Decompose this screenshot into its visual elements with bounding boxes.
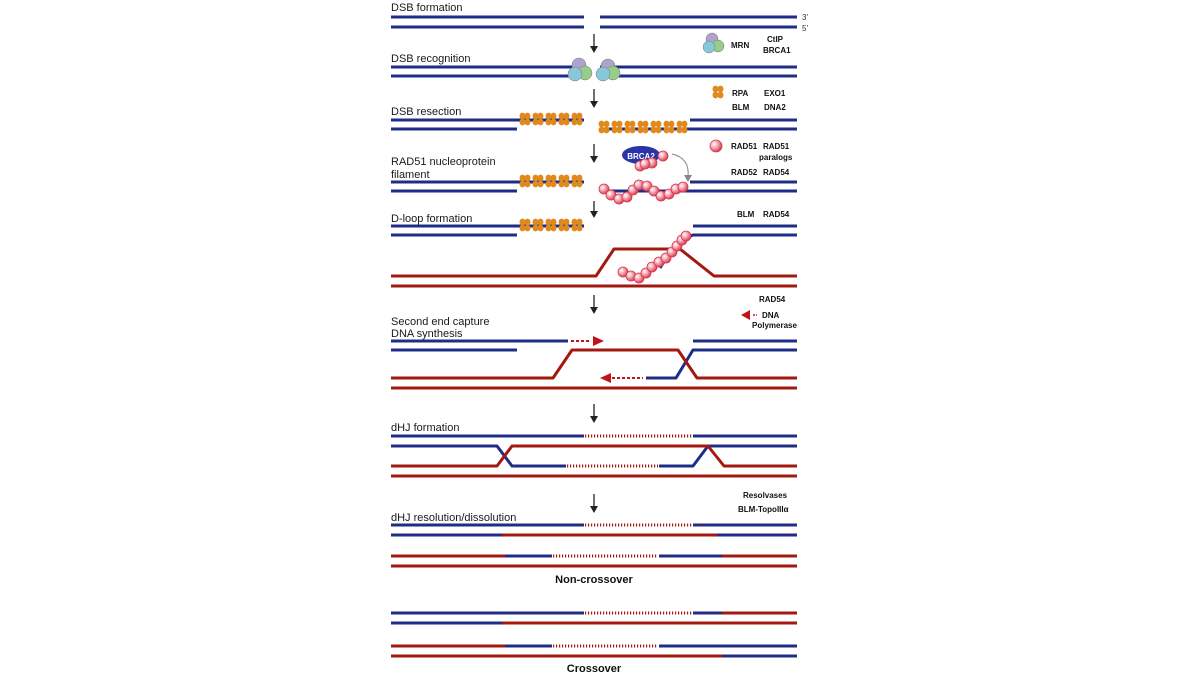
rpa-protein bbox=[532, 174, 544, 188]
label-rad51-paralogs-line2: paralogs bbox=[759, 153, 793, 162]
label-rpa: RPA bbox=[732, 89, 749, 98]
label-rad51-paralogs-line1: RAD51 bbox=[763, 142, 790, 151]
rpa-protein bbox=[519, 112, 531, 126]
rpa-protein bbox=[637, 120, 649, 134]
step-second-end-capture: Second end capture DNA synthesis RAD54 D… bbox=[391, 295, 797, 390]
rpa-protein bbox=[558, 174, 570, 188]
invading-strand bbox=[646, 348, 797, 380]
rpa-protein bbox=[519, 174, 531, 188]
label-exo1: EXO1 bbox=[764, 89, 786, 98]
label-rad54: RAD54 bbox=[763, 210, 790, 219]
template-strand-displaced bbox=[391, 348, 797, 380]
step-dhj-resolution: dHJ resolution/dissolution Resolvases BL… bbox=[391, 491, 797, 586]
label-dna2: DNA2 bbox=[764, 103, 786, 112]
brca2-complex: BRCA2 bbox=[622, 146, 669, 172]
label-dsb-recognition: DSB recognition bbox=[391, 53, 471, 65]
rpa-protein bbox=[663, 120, 675, 134]
rpa-protein bbox=[624, 120, 636, 134]
rpa-protein bbox=[545, 218, 557, 232]
step-dsb-resection: DSB resection RPA EXO1 BLM DNA2 bbox=[391, 85, 797, 134]
rad51-filament-invading bbox=[617, 230, 692, 284]
arrow-down-icon bbox=[590, 494, 598, 513]
rpa-protein bbox=[545, 174, 557, 188]
rpa-protein bbox=[532, 112, 544, 126]
arrow-down-icon bbox=[590, 89, 598, 108]
rpa-protein bbox=[545, 112, 557, 126]
label-dna-polymerase-line1: DNA bbox=[762, 311, 780, 320]
arrow-down-icon bbox=[590, 295, 598, 314]
rpa-protein bbox=[558, 218, 570, 232]
crossing-strand-left bbox=[391, 444, 566, 468]
rpa-protein bbox=[519, 218, 531, 232]
arrow-down-icon bbox=[590, 404, 598, 423]
rpa-protein bbox=[571, 174, 583, 188]
mrn-complex-right bbox=[595, 58, 621, 82]
label-ctip: CtIP bbox=[767, 35, 784, 44]
rpa-coated-ssdna-right bbox=[598, 120, 688, 134]
rpa-protein bbox=[676, 120, 688, 134]
rad51-filament bbox=[598, 179, 689, 205]
label-resolvases: Resolvases bbox=[743, 491, 788, 500]
step-d-loop-formation: D-loop formation BLM RAD54 bbox=[391, 210, 797, 288]
label-non-crossover: Non-crossover bbox=[555, 574, 633, 586]
step-arrows bbox=[590, 34, 598, 513]
arrow-down-icon bbox=[590, 201, 598, 218]
rpa-protein bbox=[532, 218, 544, 232]
rpa-protein bbox=[558, 112, 570, 126]
crossing-strand-right bbox=[659, 444, 797, 468]
label-dsb-formation: DSB formation bbox=[391, 2, 463, 14]
label-blm-topoiiia: BLM-TopoIIIα bbox=[738, 505, 789, 514]
label-mrn: MRN bbox=[731, 41, 749, 50]
template-strand-crossing bbox=[391, 444, 797, 468]
label-dna-synthesis: DNA synthesis bbox=[391, 328, 463, 340]
mrn-complex-left bbox=[567, 57, 593, 82]
rpa-protein bbox=[611, 120, 623, 134]
label-d-loop-formation: D-loop formation bbox=[391, 213, 472, 225]
label-5-prime: 5' bbox=[802, 24, 808, 33]
mrn-legend-icon bbox=[702, 32, 725, 54]
rpa-protein bbox=[571, 218, 583, 232]
step-dsb-formation: DSB formation 3' 5' bbox=[391, 2, 808, 33]
loading-arrow-icon bbox=[671, 153, 692, 182]
label-rad51-filament-line1: RAD51 nucleoprotein bbox=[391, 156, 496, 168]
template-strand-displaced bbox=[391, 247, 797, 278]
outcome-crossover: Crossover bbox=[391, 611, 797, 675]
label-rad54: RAD54 bbox=[759, 295, 786, 304]
label-blm: BLM bbox=[737, 210, 755, 219]
label-dna-polymerase-line2: Polymerase bbox=[752, 321, 797, 330]
rpa-coated-ssdna bbox=[519, 174, 583, 188]
dna-polymerase-icon bbox=[593, 336, 604, 346]
label-crossover: Crossover bbox=[567, 663, 622, 675]
label-brca2: BRCA2 bbox=[627, 152, 655, 161]
step-dsb-recognition: DSB recognition MRN CtIP BRCA1 bbox=[391, 32, 797, 82]
label-dhj-resolution: dHJ resolution/dissolution bbox=[391, 512, 516, 524]
rpa-protein bbox=[571, 112, 583, 126]
label-second-end-capture: Second end capture bbox=[391, 316, 489, 328]
arrow-down-icon bbox=[590, 34, 598, 53]
label-rad51: RAD51 bbox=[731, 142, 758, 151]
label-rad51-filament-line2: filament bbox=[391, 169, 430, 181]
label-blm: BLM bbox=[732, 103, 750, 112]
rpa-coated-ssdna bbox=[519, 218, 583, 232]
dna-polymerase-legend-icon bbox=[741, 310, 750, 320]
rpa-protein bbox=[598, 120, 610, 134]
rpa-coated-ssdna-left bbox=[519, 112, 583, 126]
dna-polymerase-icon bbox=[600, 373, 611, 383]
label-brca1: BRCA1 bbox=[763, 46, 791, 55]
rpa-protein bbox=[650, 120, 662, 134]
label-dhj-formation: dHJ formation bbox=[391, 422, 459, 434]
arrow-down-icon bbox=[590, 144, 598, 163]
label-rad52: RAD52 bbox=[731, 168, 758, 177]
rpa-protein bbox=[712, 85, 724, 99]
rad51-legend-icon bbox=[709, 139, 723, 153]
label-3-prime: 3' bbox=[802, 13, 808, 22]
label-dsb-resection: DSB resection bbox=[391, 106, 461, 118]
step-rad51-filament: RAD51 nucleoprotein filament BRCA2 RAD51… bbox=[391, 139, 797, 205]
label-rad54: RAD54 bbox=[763, 168, 790, 177]
rpa-legend-icon bbox=[712, 85, 724, 99]
step-dhj-formation: dHJ formation bbox=[391, 422, 797, 478]
